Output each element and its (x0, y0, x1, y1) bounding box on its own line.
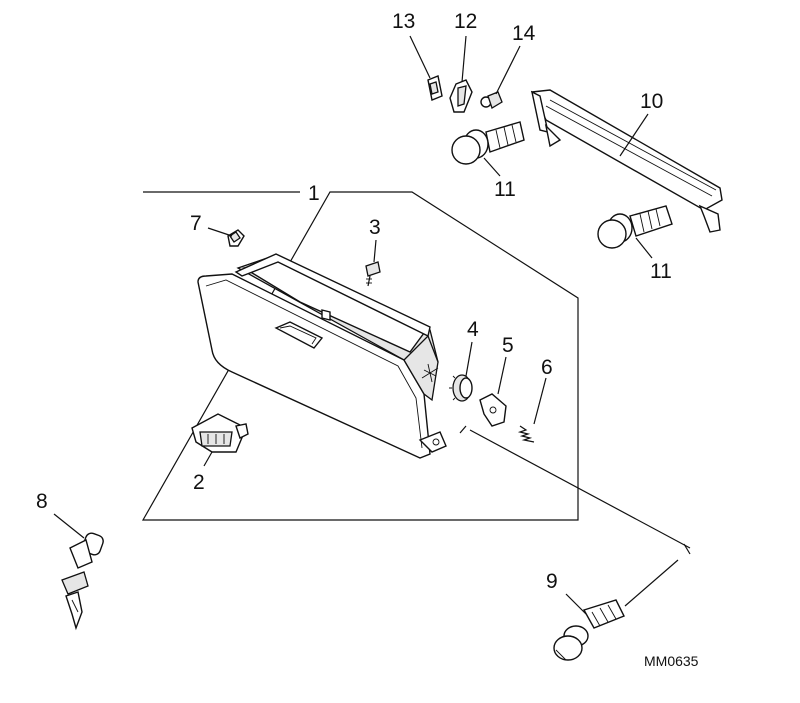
callout-13: 13 (392, 10, 415, 33)
callout-7: 7 (190, 212, 202, 235)
support-rail-part (530, 89, 723, 233)
bolt-11-upper-part (451, 121, 525, 165)
callout-leader-11-upper (483, 157, 501, 177)
callout-leader-11-right (635, 237, 653, 259)
bolt-9-axis-line (469, 429, 691, 549)
bolt-9-axis-tick-2 (459, 425, 467, 434)
lamp-part (227, 229, 245, 247)
screw-3-part (365, 261, 381, 287)
latch-part (191, 413, 249, 453)
callout-5: 5 (502, 334, 514, 357)
bracket-5-part (479, 393, 507, 427)
callout-3: 3 (369, 216, 381, 239)
callout-leader-6 (533, 377, 547, 425)
callout-8: 8 (36, 490, 48, 513)
glovebox-part (197, 253, 447, 459)
callout-9: 9 (546, 570, 558, 593)
callout-leader-5 (497, 356, 507, 395)
callout-1: 1 (308, 182, 320, 205)
callout-leader-3 (373, 239, 377, 263)
spring-part (517, 425, 535, 443)
callout-leader-4 (465, 341, 473, 377)
bolt-9-part (553, 599, 625, 661)
callout-leader-10 (619, 113, 649, 157)
damper-part (449, 374, 473, 402)
callout-leader-12 (461, 35, 467, 83)
callout-6: 6 (541, 356, 553, 379)
callout-leader-7 (207, 227, 233, 237)
callout-leader-9 (565, 593, 587, 615)
callout-10: 10 (640, 90, 663, 113)
callout-leader-8 (53, 513, 85, 539)
lock-cylinder-part (61, 532, 104, 631)
callout-leader-14 (495, 45, 521, 95)
bolt-9-axis-tick (683, 543, 691, 555)
bolt-9-lower-line (624, 559, 679, 607)
callout-11-upper: 11 (494, 178, 516, 201)
callout-leader-13 (409, 35, 431, 79)
drawing-code: MM0635 (644, 653, 699, 669)
callout-leader-2 (203, 451, 213, 467)
assembly-frame (141, 191, 579, 521)
callout-12: 12 (454, 10, 477, 33)
callout-4: 4 (467, 318, 479, 341)
clip-13-part (427, 75, 443, 101)
callout-11-right: 11 (650, 260, 672, 283)
callout-2: 2 (193, 471, 205, 494)
callout-14: 14 (512, 22, 536, 45)
clip-12-part (449, 79, 473, 113)
screw-14-part (480, 91, 503, 109)
bolt-11-right-part (597, 205, 673, 249)
